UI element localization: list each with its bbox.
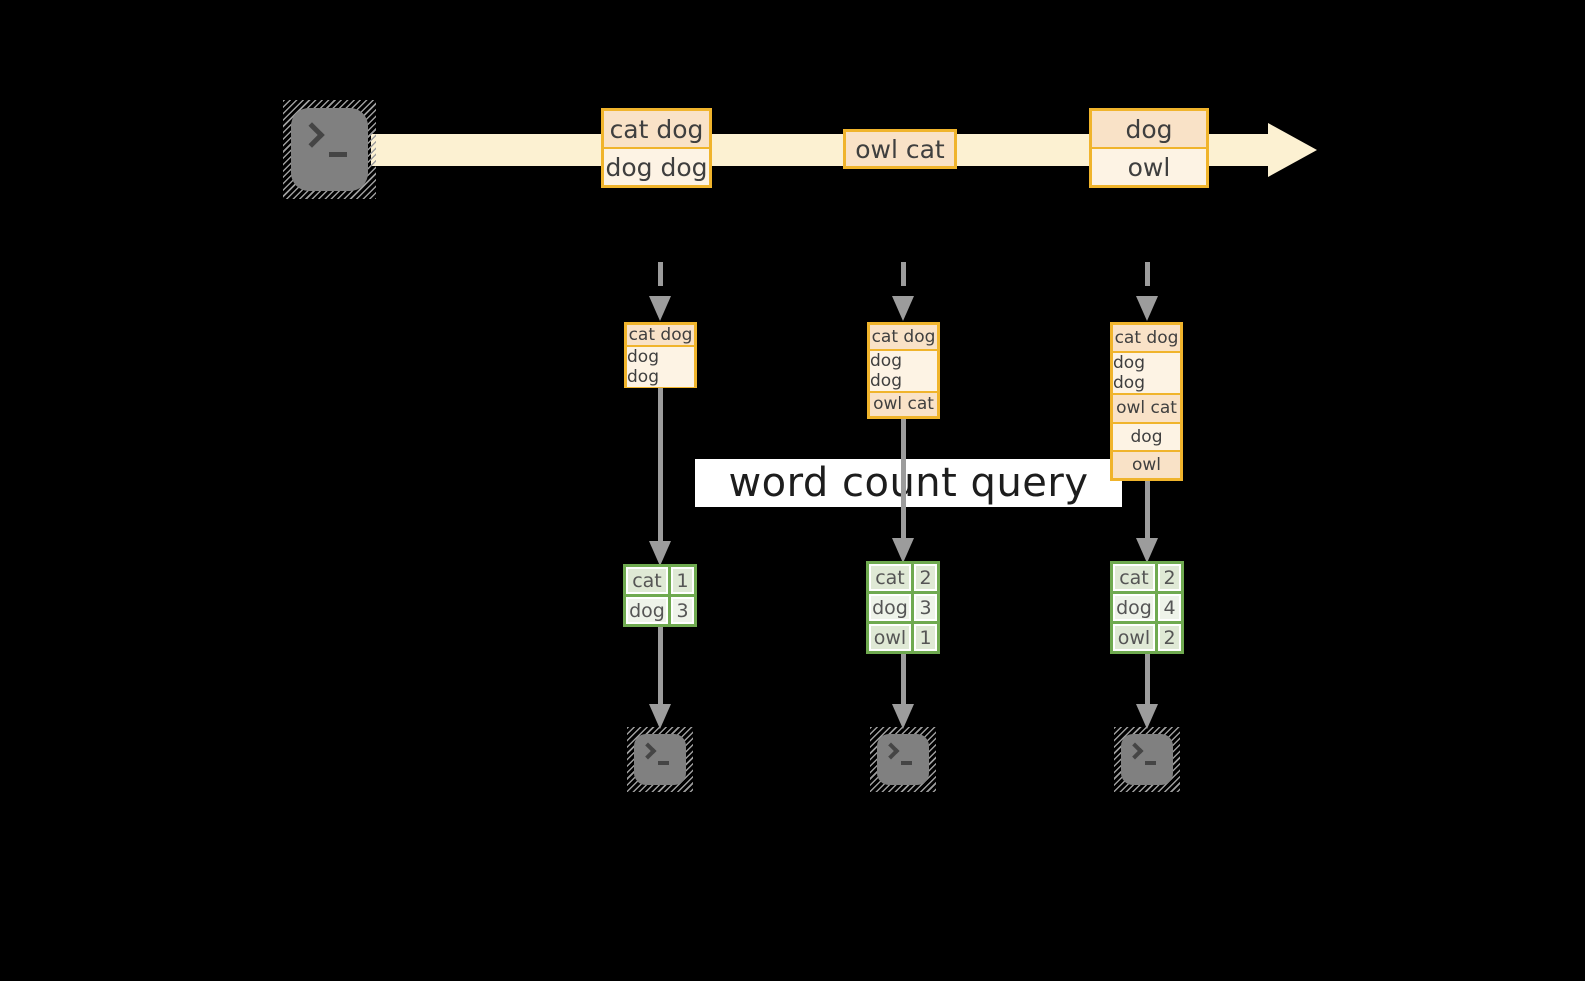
count-table-3: cat 2 dog 4 owl 2 <box>1110 561 1184 654</box>
count-value-cell: 2 <box>914 564 937 591</box>
stream-message-row: owl cat <box>846 132 954 166</box>
buffer-stack-1: cat dog dog dog <box>624 322 697 388</box>
down-arrowhead-icon <box>1136 704 1158 729</box>
arrow-shaft <box>901 654 906 705</box>
count-table-1: cat 1 dog 3 <box>623 564 697 627</box>
buffer-row: cat dog <box>627 325 694 345</box>
arrow-shaft <box>658 388 663 542</box>
terminal-icon <box>1121 734 1173 785</box>
buffer-row: dog dog <box>1113 351 1180 394</box>
terminal-icon <box>291 108 368 191</box>
terminal-underscore-icon <box>901 761 912 765</box>
count-word-cell: dog <box>626 597 668 624</box>
count-value-cell: 3 <box>671 597 694 624</box>
count-value-cell: 4 <box>1158 594 1181 621</box>
count-word-cell: cat <box>1113 564 1155 591</box>
terminal-icon <box>634 734 686 785</box>
sink-terminal-hatch <box>1114 727 1180 792</box>
source-terminal-hatch <box>283 100 376 199</box>
count-word-cell: dog <box>869 594 911 621</box>
count-value-cell: 1 <box>914 624 937 651</box>
down-arrowhead-icon <box>892 704 914 729</box>
stream-message-row: owl <box>1092 147 1206 185</box>
terminal-underscore-icon <box>329 152 347 157</box>
buffer-row: owl cat <box>1113 393 1180 422</box>
count-word-cell: owl <box>869 624 911 651</box>
count-word-cell: dog <box>1113 594 1155 621</box>
arrow-shaft <box>901 419 906 540</box>
terminal-underscore-icon <box>1145 761 1156 765</box>
count-value-cell: 2 <box>1158 564 1181 591</box>
count-word-cell: cat <box>869 564 911 591</box>
terminal-chevron-icon <box>299 122 325 148</box>
stream-message-row: cat dog <box>604 111 709 147</box>
down-arrowhead-icon <box>649 704 671 729</box>
stream-message-2: owl cat <box>843 129 957 169</box>
terminal-chevron-icon <box>882 742 900 760</box>
buffer-row: owl cat <box>870 390 937 416</box>
count-value-cell: 1 <box>671 567 694 594</box>
count-value-cell: 2 <box>1158 624 1181 651</box>
dashed-arrow-segment <box>658 262 663 286</box>
buffer-stack-3: cat dog dog dog owl cat dog owl <box>1110 322 1183 481</box>
terminal-underscore-icon <box>658 761 669 765</box>
stream-message-1: cat dog dog dog <box>601 108 712 188</box>
sink-terminal-hatch <box>627 727 693 792</box>
count-word-cell: cat <box>626 567 668 594</box>
down-arrowhead-icon <box>892 296 914 321</box>
buffer-row: owl <box>1113 449 1180 478</box>
stream-message-row: dog dog <box>604 147 709 185</box>
stream-message-3: dog owl <box>1089 108 1209 188</box>
dashed-arrow-segment <box>1145 262 1150 286</box>
buffer-row: cat dog <box>870 325 937 349</box>
down-arrowhead-icon <box>1136 538 1158 563</box>
buffer-row: dog dog <box>627 345 694 387</box>
buffer-stack-2: cat dog dog dog owl cat <box>867 322 940 419</box>
down-arrowhead-icon <box>1136 296 1158 321</box>
count-table-2: cat 2 dog 3 owl 1 <box>866 561 940 654</box>
count-word-cell: owl <box>1113 624 1155 651</box>
buffer-row: cat dog <box>1113 325 1180 352</box>
down-arrowhead-icon <box>649 296 671 321</box>
sink-terminal-hatch <box>870 727 936 792</box>
down-arrowhead-icon <box>892 538 914 563</box>
arrow-shaft <box>1145 481 1150 539</box>
count-value-cell: 3 <box>914 594 937 621</box>
buffer-row: dog <box>1113 421 1180 450</box>
buffer-row: dog dog <box>870 348 937 391</box>
query-label: word count query <box>695 459 1122 507</box>
down-arrowhead-icon <box>649 541 671 566</box>
stream-message-row: dog <box>1092 111 1206 147</box>
terminal-icon <box>877 734 929 785</box>
arrow-shaft <box>658 627 663 705</box>
terminal-chevron-icon <box>1126 742 1144 760</box>
arrow-shaft <box>1145 654 1150 705</box>
terminal-chevron-icon <box>639 742 657 760</box>
dashed-arrow-segment <box>901 262 906 286</box>
stream-arrowhead-icon <box>1268 123 1317 177</box>
